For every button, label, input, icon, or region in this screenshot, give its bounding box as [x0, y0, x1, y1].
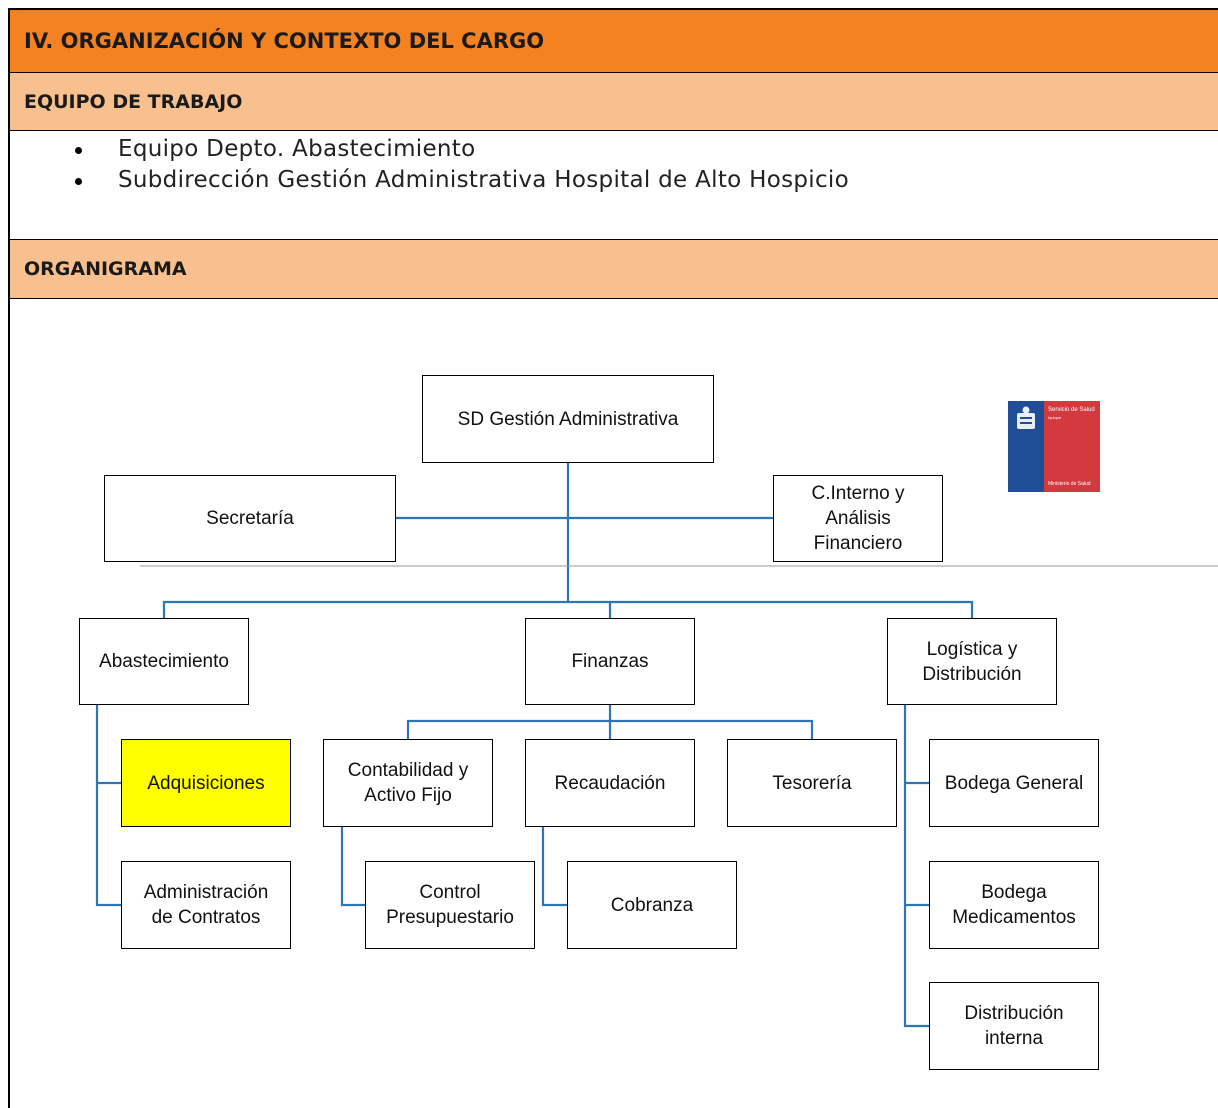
org-box-root: SD Gestión Administrativa	[422, 375, 714, 463]
org-box-secretaria: Secretaría	[104, 475, 396, 562]
section-title: IV. ORGANIZACIÓN Y CONTEXTO DEL CARGO	[8, 8, 1218, 73]
org-box-distribucion-interna: Distribución interna	[929, 982, 1099, 1070]
org-box-bodega-medicamentos: Bodega Medicamentos	[929, 861, 1099, 949]
org-box-finanzas: Finanzas	[525, 618, 695, 705]
org-box-bodega-general: Bodega General	[929, 739, 1099, 827]
logo-subtext: Iquique	[1048, 415, 1062, 420]
logo-text: Servicio de Salud	[1048, 407, 1095, 413]
connector-line	[541, 827, 567, 907]
org-box-contabilidad: Contabilidad y Activo Fijo	[323, 739, 493, 827]
team-heading: EQUIPO DE TRABAJO	[8, 73, 1218, 131]
team-list-item: Equipo Depto. Abastecimiento	[70, 134, 849, 165]
connector-line	[162, 600, 974, 618]
connector-line	[340, 827, 365, 907]
org-box-control-presupuestario: Control Presupuestario	[365, 861, 535, 949]
org-box-cobranza: Cobranza	[567, 861, 737, 949]
org-box-tesoreria: Tesorería	[727, 739, 897, 827]
org-box-administracion-contratos: Administración de Contratos	[121, 861, 291, 949]
org-box-abastecimiento: Abastecimiento	[79, 618, 249, 705]
org-box-adquisiciones: Adquisiciones	[121, 739, 291, 827]
team-list: Equipo Depto. Abastecimiento Subdirecció…	[70, 134, 849, 196]
org-box-recaudacion: Recaudación	[525, 739, 695, 827]
connector-line	[903, 705, 929, 1028]
connector-line	[95, 705, 121, 907]
logo-ministerio: Ministerio de Salud	[1048, 481, 1091, 487]
org-box-logistica: Logística y Distribución	[887, 618, 1057, 705]
org-box-control-interno: C.Interno y Análisis Financiero	[773, 475, 943, 562]
org-chart-heading: ORGANIGRAMA	[8, 239, 1218, 299]
team-list-item: Subdirección Gestión Administrativa Hosp…	[70, 165, 849, 196]
coat-of-arms-icon	[1008, 401, 1044, 492]
